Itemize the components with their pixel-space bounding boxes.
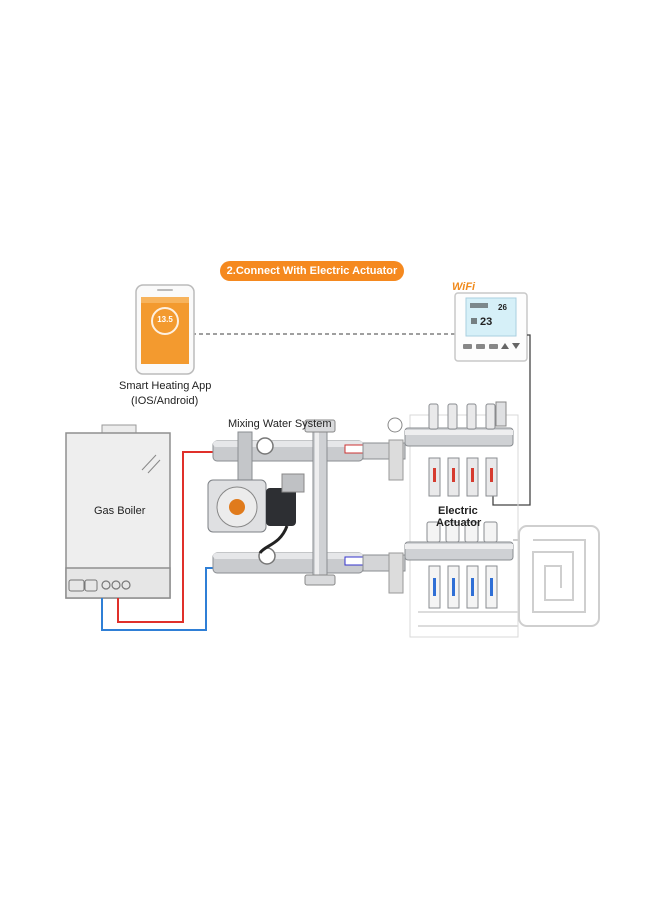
electric-actuator-label-line2: Actuator	[436, 517, 482, 529]
flow-markers-lower	[433, 578, 493, 596]
platforms-label: (IOS/Android)	[131, 395, 199, 407]
electric-actuators	[426, 521, 498, 609]
underfloor-heating-loop	[418, 525, 600, 627]
mixing-water-system-label: Mixing Water System	[228, 418, 332, 430]
electric-actuator-label-line1: Electric	[438, 505, 478, 517]
smart-heating-app-label: Smart Heating App	[119, 380, 212, 392]
wifi-thermostat	[454, 292, 528, 362]
cold-return-pipe	[101, 567, 215, 631]
gas-boiler-label: Gas Boiler	[94, 505, 146, 517]
manifold-air-vent	[495, 401, 507, 427]
gas-boiler	[65, 424, 171, 599]
connection-banner: 2.Connect With Electric Actuator	[220, 261, 404, 281]
mixing-unit	[207, 419, 372, 586]
flow-meters-upper	[428, 403, 498, 497]
thermostat-setpoint: 26	[498, 303, 507, 312]
flow-markers-upper	[433, 468, 493, 482]
wifi-label: WiFi	[452, 281, 476, 293]
smartphone	[135, 284, 195, 375]
hot-supply-pipe	[117, 451, 215, 623]
manifold	[387, 414, 519, 638]
phone-temperature: 13.5	[157, 315, 173, 324]
thermostat-temperature: 23	[480, 316, 493, 328]
up-down-arrow-icon	[501, 343, 520, 349]
